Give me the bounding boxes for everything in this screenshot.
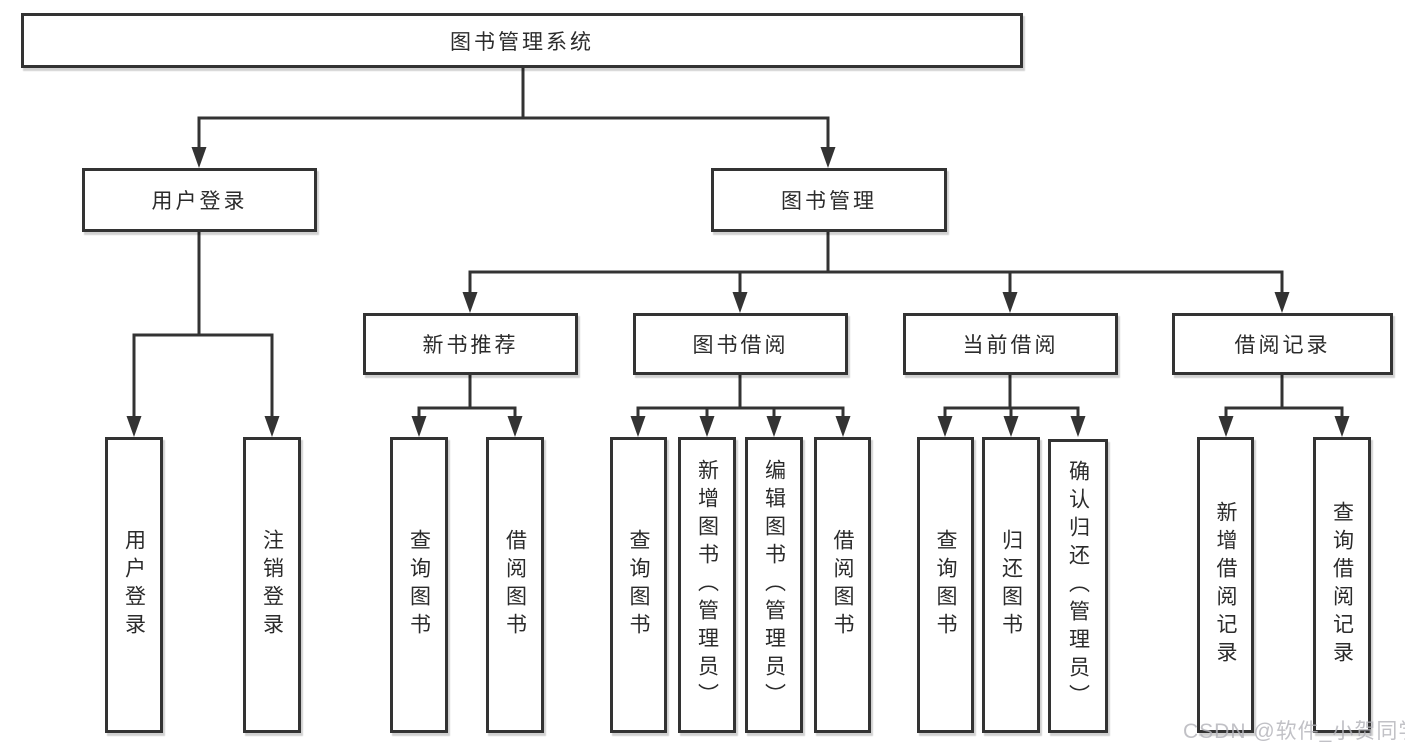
- node-leaf-edit-books-admin: 编辑图书（管理员）: [745, 437, 803, 733]
- node-label: 用户登录: [122, 529, 146, 641]
- node-leaf-logout: 注销登录: [243, 437, 301, 733]
- node-leaf-return-books: 归还图书: [982, 437, 1040, 733]
- node-new-book-recommendation: 新书推荐: [363, 313, 578, 375]
- node-leaf-current-query-books: 查询图书: [917, 437, 974, 733]
- node-label: 注销登录: [260, 529, 284, 641]
- node-label: 图书借阅: [692, 334, 789, 357]
- node-label: 确认归还（管理员）: [1066, 460, 1090, 712]
- node-user-login: 用户登录: [82, 168, 317, 232]
- node-label: 借阅记录: [1234, 334, 1331, 357]
- node-label: 编辑图书（管理员）: [762, 459, 786, 711]
- node-leaf-borrowing-borrow-books: 借阅图书: [814, 437, 871, 733]
- node-current-borrowing: 当前借阅: [903, 313, 1118, 375]
- node-leaf-add-books-admin: 新增图书（管理员）: [678, 437, 736, 733]
- node-borrowing-records: 借阅记录: [1172, 313, 1393, 375]
- node-label: 新书推荐: [422, 334, 519, 357]
- node-book-borrowing: 图书借阅: [633, 313, 848, 375]
- node-label: 新增图书（管理员）: [695, 459, 719, 711]
- csdn-watermark: CSDN @软件_小贺同学: [1183, 720, 1405, 743]
- node-label: 归还图书: [999, 529, 1023, 641]
- node-label: 借阅图书: [831, 529, 854, 641]
- node-label: 查询图书: [627, 529, 650, 641]
- node-label: 查询图书: [407, 529, 431, 641]
- node-leaf-query-borrow-record: 查询借阅记录: [1313, 437, 1371, 733]
- node-label: 借阅图书: [503, 529, 527, 641]
- node-label: 查询借阅记录: [1330, 501, 1354, 669]
- node-label: 当前借阅: [962, 334, 1059, 357]
- node-leaf-user-login: 用户登录: [105, 437, 163, 733]
- node-label: 查询图书: [934, 529, 957, 641]
- node-leaf-add-borrow-record: 新增借阅记录: [1197, 437, 1254, 733]
- node-label: 用户登录: [151, 190, 248, 213]
- node-book-management: 图书管理: [711, 168, 947, 232]
- node-leaf-confirm-return-admin: 确认归还（管理员）: [1048, 439, 1108, 733]
- node-leaf-borrowing-query-books: 查询图书: [610, 437, 667, 733]
- node-leaf-recommend-borrow-books: 借阅图书: [486, 437, 544, 733]
- node-label: 图书管理: [781, 190, 877, 213]
- node-root-library-management-system: 图书管理系统: [21, 13, 1023, 68]
- node-label: 图书管理系统: [450, 30, 594, 54]
- node-leaf-recommend-query-books: 查询图书: [390, 437, 448, 733]
- node-label: 新增借阅记录: [1214, 501, 1237, 669]
